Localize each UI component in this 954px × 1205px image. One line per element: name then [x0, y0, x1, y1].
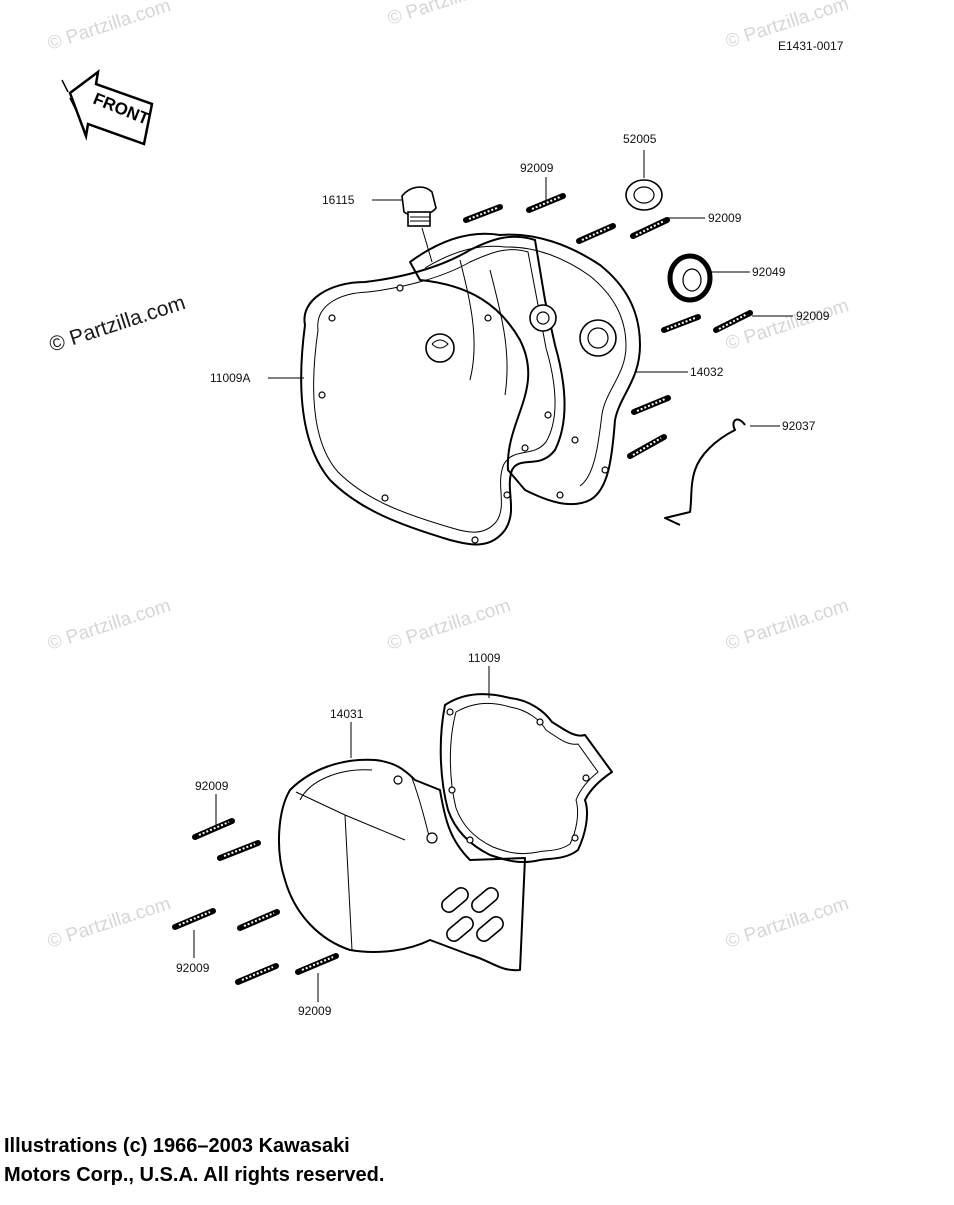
- diagram-code: E1431-0017: [778, 39, 844, 53]
- leader-lines-lower: [193, 666, 490, 1002]
- part-label-92009[interactable]: 92009: [796, 309, 830, 323]
- gasket-lower-holes: [446, 708, 590, 844]
- part-label-11009a[interactable]: 11009A: [210, 371, 250, 385]
- part-label-11009[interactable]: 11009: [468, 651, 501, 665]
- copyright-line: Motors Corp., U.S.A. All rights reserved…: [4, 1164, 385, 1186]
- part-label-52005[interactable]: 52005: [623, 132, 657, 146]
- watermark: © Partzilla.com: [45, 893, 173, 953]
- bolts-upper: [463, 193, 753, 459]
- seal-52005: [625, 179, 663, 211]
- wire-clip-92037: [664, 418, 746, 526]
- watermark: © Partzilla.com: [385, 0, 513, 30]
- leader-lines-upper: [268, 150, 793, 427]
- watermark: © Partzilla.com: [46, 291, 188, 357]
- watermark: © Partzilla.com: [723, 893, 851, 953]
- cover-14032: [409, 232, 641, 506]
- front-arrow-icon: FRONT: [61, 69, 154, 146]
- seal-92049: [667, 253, 713, 303]
- part-label-92009[interactable]: 92009: [520, 161, 554, 175]
- part-label-92009[interactable]: 92009: [195, 779, 229, 793]
- part-label-92009[interactable]: 92009: [708, 211, 742, 225]
- bolts-lower: [172, 818, 339, 985]
- watermark: © Partzilla.com: [45, 595, 173, 655]
- part-label-14032[interactable]: 14032: [690, 365, 724, 379]
- part-label-92009[interactable]: 92009: [298, 1004, 332, 1018]
- part-label-92037[interactable]: 92037: [782, 419, 816, 433]
- gasket-11009: [439, 693, 613, 864]
- part-label-14031[interactable]: 14031: [330, 707, 364, 721]
- oil-plug-16115: [401, 186, 437, 227]
- gasket-bolt-holes: [318, 284, 552, 544]
- watermark: © Partzilla.com: [723, 595, 851, 655]
- copyright-line: Illustrations (c) 1966–2003 Kawasaki: [4, 1135, 350, 1157]
- gasket-11009a: [300, 235, 566, 546]
- cover-boss: [425, 304, 617, 499]
- copyright-notice: Illustrations (c) 1966–2003 Kawasaki Mot…: [4, 1132, 604, 1190]
- watermark: © Partzilla.com: [723, 295, 851, 355]
- cover-14031: [277, 758, 526, 972]
- watermark: © Partzilla.com: [385, 595, 513, 655]
- cover-vents: [393, 775, 504, 942]
- part-label-92049[interactable]: 92049: [752, 265, 786, 279]
- watermark: © Partzilla.com: [45, 0, 173, 55]
- part-label-16115[interactable]: 16115: [322, 193, 355, 207]
- part-label-92009[interactable]: 92009: [176, 961, 210, 975]
